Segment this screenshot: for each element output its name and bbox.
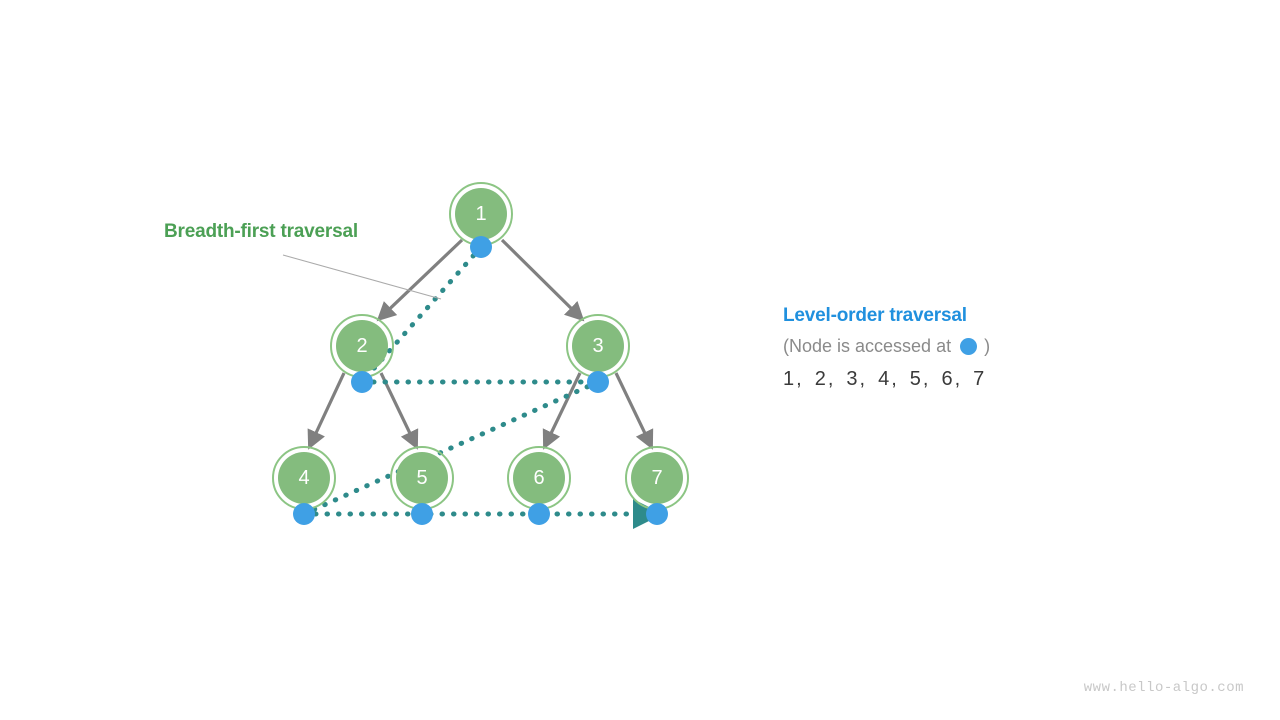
edge-n2-n4: [307, 372, 346, 450]
node-circle: [396, 452, 448, 504]
sequence-separator: ,: [954, 368, 961, 390]
blue-dot-icon: [960, 338, 978, 355]
sequence-separator: ,: [922, 368, 929, 390]
traversal-sequence: 1,2,3,4,5,6,7: [783, 368, 1123, 391]
edge-n3-n7: [614, 372, 654, 450]
panel-subtitle-suffix: ): [984, 336, 991, 356]
node-circle: [572, 320, 624, 372]
sequence-value: 1: [783, 368, 795, 390]
tree-node-1[interactable]: 1: [449, 182, 513, 246]
visit-dot-icon-1: [470, 236, 492, 258]
legend-panel: Level-order traversal (Node is accessed …: [783, 305, 1123, 391]
node-label: 7: [651, 467, 662, 489]
tree-node-3[interactable]: 3: [566, 314, 630, 378]
node-label: 5: [416, 467, 427, 489]
sequence-separator: ,: [891, 368, 897, 390]
node-label: 4: [298, 467, 309, 489]
edge-n1-n3: [500, 238, 585, 322]
sequence-value: 2: [814, 368, 826, 390]
node-label: 2: [356, 335, 367, 357]
sequence-separator: ,: [859, 368, 866, 390]
sequence-value: 5: [909, 368, 921, 390]
sequence-value: 3: [846, 368, 858, 390]
breadth-first-traversal-label: Breadth-first traversal: [164, 221, 358, 242]
tree-node-5[interactable]: 5: [390, 446, 454, 510]
sequence-value: 6: [941, 368, 953, 390]
edge-n2-n5: [379, 372, 419, 450]
tree-node-4[interactable]: 4: [272, 446, 336, 510]
tree-edges: [307, 238, 654, 450]
watermark: www.hello-algo.com: [1083, 680, 1244, 696]
visit-dot-icon-7: [646, 503, 668, 525]
traversal-segment-n3-n4: [301, 379, 601, 517]
edge-n1-n2: [376, 238, 464, 322]
node-circle: [336, 320, 388, 372]
visit-dot-icon-3: [587, 371, 609, 393]
sequence-separator: ,: [827, 368, 834, 390]
tree-node-6[interactable]: 6: [507, 446, 571, 510]
visit-dots: [293, 236, 668, 525]
tree-node-2[interactable]: 2: [330, 314, 394, 378]
sequence-separator: ,: [796, 368, 802, 390]
panel-subtitle-prefix: (Node is accessed at: [783, 336, 952, 356]
tree-node-7[interactable]: 7: [625, 446, 689, 510]
node-circle: [631, 452, 683, 504]
panel-subtitle: (Node is accessed at ): [783, 336, 1123, 357]
node-label: 1: [475, 203, 486, 225]
node-circle: [278, 452, 330, 504]
annotation-leader-line: [282, 254, 442, 300]
visit-dot-icon-4: [293, 503, 315, 525]
tree-nodes: 1 2 3 4 5 6: [272, 182, 689, 510]
node-label: 3: [592, 335, 603, 357]
visit-dot-icon-5: [411, 503, 433, 525]
edge-n3-n6: [542, 372, 582, 450]
node-label: 6: [533, 467, 544, 489]
visit-dot-icon-2: [351, 371, 373, 393]
sequence-value: 7: [973, 368, 985, 390]
panel-title: Level-order traversal: [783, 305, 967, 326]
node-circle: [513, 452, 565, 504]
sequence-value: 4: [878, 368, 890, 390]
visit-dot-icon-6: [528, 503, 550, 525]
node-circle: [455, 188, 507, 240]
